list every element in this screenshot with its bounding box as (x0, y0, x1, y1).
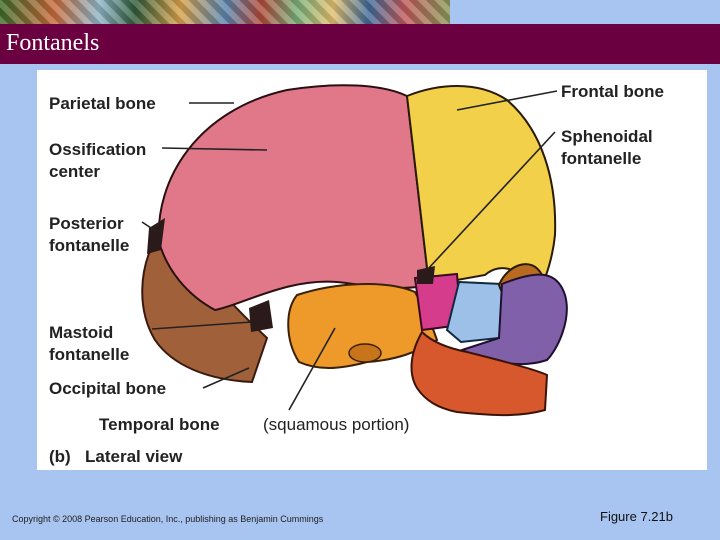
label-parietal-bone: Parietal bone (49, 94, 156, 113)
label-occipital-bone: Occipital bone (49, 379, 166, 398)
sphenoidal-fontanelle-shape (417, 266, 435, 284)
temporal-bone-shape (287, 283, 439, 369)
leader-occipital (202, 367, 250, 389)
parietal-bone-shape (157, 84, 431, 312)
label-frontal-bone: Frontal bone (561, 82, 664, 101)
label-ossification-center-1: Ossification (49, 140, 146, 159)
leader-ossification (161, 147, 268, 151)
leader-sphenoidal (426, 131, 556, 271)
diagram-panel: Parietal bone Ossification center Poster… (37, 70, 707, 470)
label-view-letter: (b) (49, 447, 71, 466)
label-posterior-fontanelle-1: Posterior (49, 214, 124, 233)
label-view-name: Lateral view (85, 447, 183, 466)
label-posterior-fontanelle-2: fontanelle (49, 236, 129, 255)
mastoid-fontanelle-shape (249, 300, 273, 332)
decorative-header-image (0, 0, 450, 24)
figure-reference: Figure 7.21b (600, 509, 673, 524)
leader-mastoid (151, 321, 253, 330)
skull-diagram: Parietal bone Ossification center Poster… (49, 82, 664, 466)
label-temporal-bone: Temporal bone (99, 415, 220, 434)
posterior-fontanelle-shape (147, 218, 165, 254)
label-sphenoidal-fontanelle-2: fontanelle (561, 149, 641, 168)
label-temporal-bone-detail: (squamous portion) (263, 415, 409, 434)
label-mastoid-fontanelle-2: fontanelle (49, 345, 129, 364)
title-bar (0, 24, 720, 64)
label-sphenoidal-fontanelle-1: Sphenoidal (561, 127, 653, 146)
slide-title: Fontanels (6, 30, 100, 56)
mandible-shape (410, 330, 549, 417)
external-ear-canal (348, 343, 382, 363)
label-ossification-center-2: center (49, 162, 100, 181)
label-mastoid-fontanelle-1: Mastoid (49, 323, 113, 342)
copyright-notice: Copyright © 2008 Pearson Education, Inc.… (12, 514, 324, 524)
leader-temporal (288, 327, 336, 411)
leader-posterior (141, 221, 158, 233)
leader-frontal (456, 90, 558, 111)
